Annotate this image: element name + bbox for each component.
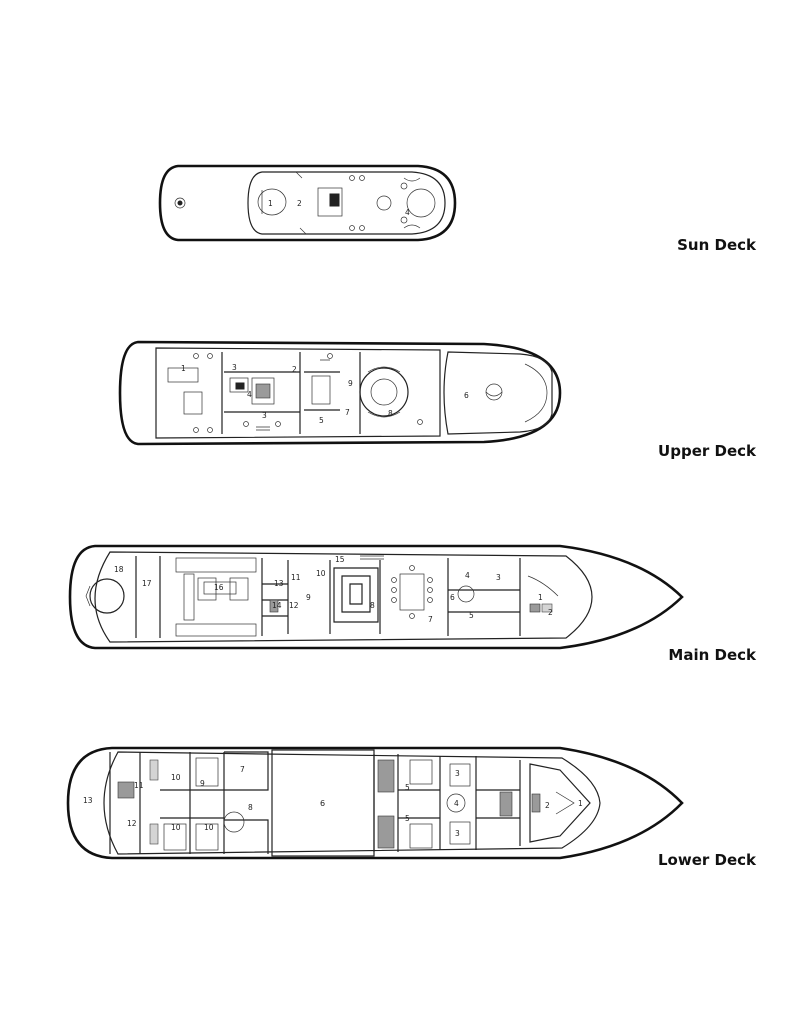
lower-room-3a: 3	[455, 769, 460, 778]
main-deck-plan: 1 2 3 4 5 6 7 8 9 10 11 12 13 14 15 16 1…	[68, 544, 684, 650]
main-room-11: 11	[291, 573, 301, 582]
lower-room-7: 7	[240, 765, 245, 774]
lower-room-11: 11	[134, 781, 144, 790]
upper-room-5: 5	[319, 416, 324, 425]
lower-deck-plan: 1 2 3 3 4 5 5 6 7 8 9 10 10 10 11 12 13	[66, 746, 684, 860]
upper-room-3b: 3	[262, 411, 267, 420]
upper-room-1: 1	[181, 364, 186, 373]
main-deck-label: Main Deck	[668, 646, 756, 664]
upper-room-6: 6	[464, 391, 469, 400]
lower-room-4: 4	[454, 799, 459, 808]
lower-room-10a: 10	[171, 773, 181, 782]
main-room-8: 8	[370, 601, 375, 610]
main-room-17: 17	[142, 579, 152, 588]
main-room-18: 18	[114, 565, 124, 574]
upper-room-4: 4	[247, 390, 252, 399]
main-room-14: 14	[272, 601, 282, 610]
sun-deck-plan: 1 2 3 4	[158, 164, 457, 242]
lower-room-3b: 3	[455, 829, 460, 838]
upper-room-7: 7	[345, 408, 350, 417]
main-room-10: 10	[316, 569, 326, 578]
upper-room-8: 8	[388, 409, 393, 418]
main-room-7: 7	[428, 615, 433, 624]
main-room-4: 4	[465, 571, 470, 580]
upper-deck-plan: 1 2 3 3 4 5 6 7 8 9	[118, 340, 562, 446]
lower-room-1: 1	[578, 799, 583, 808]
main-room-2: 2	[548, 608, 553, 617]
main-room-16: 16	[214, 583, 224, 592]
main-room-15: 15	[335, 555, 345, 564]
main-room-13: 13	[274, 579, 284, 588]
sun-room-4: 4	[405, 208, 410, 217]
lower-room-6: 6	[320, 799, 325, 808]
lower-room-9: 9	[200, 779, 205, 788]
sun-room-1: 1	[268, 199, 273, 208]
sun-deck-label: Sun Deck	[677, 236, 756, 254]
upper-room-9: 9	[348, 379, 353, 388]
main-room-3: 3	[496, 573, 501, 582]
lower-room-5b: 5	[405, 814, 410, 823]
main-room-5: 5	[469, 611, 474, 620]
lower-deck-label: Lower Deck	[657, 851, 756, 869]
lower-room-13: 13	[83, 796, 93, 805]
lower-room-5a: 5	[405, 783, 410, 792]
upper-room-2: 2	[292, 365, 297, 374]
main-room-1: 1	[538, 593, 543, 602]
lower-room-12: 12	[127, 819, 137, 828]
upper-deck-label: Upper Deck	[658, 442, 756, 460]
main-room-9: 9	[306, 593, 311, 602]
lower-room-10b: 10	[171, 823, 181, 832]
lower-room-10c: 10	[204, 823, 214, 832]
main-room-6: 6	[450, 593, 455, 602]
upper-room-3a: 3	[232, 363, 237, 372]
lower-room-2: 2	[545, 801, 550, 810]
main-room-12: 12	[289, 601, 299, 610]
sun-room-2: 2	[297, 199, 302, 208]
sun-room-3: 3	[331, 199, 336, 208]
lower-room-8: 8	[248, 803, 253, 812]
